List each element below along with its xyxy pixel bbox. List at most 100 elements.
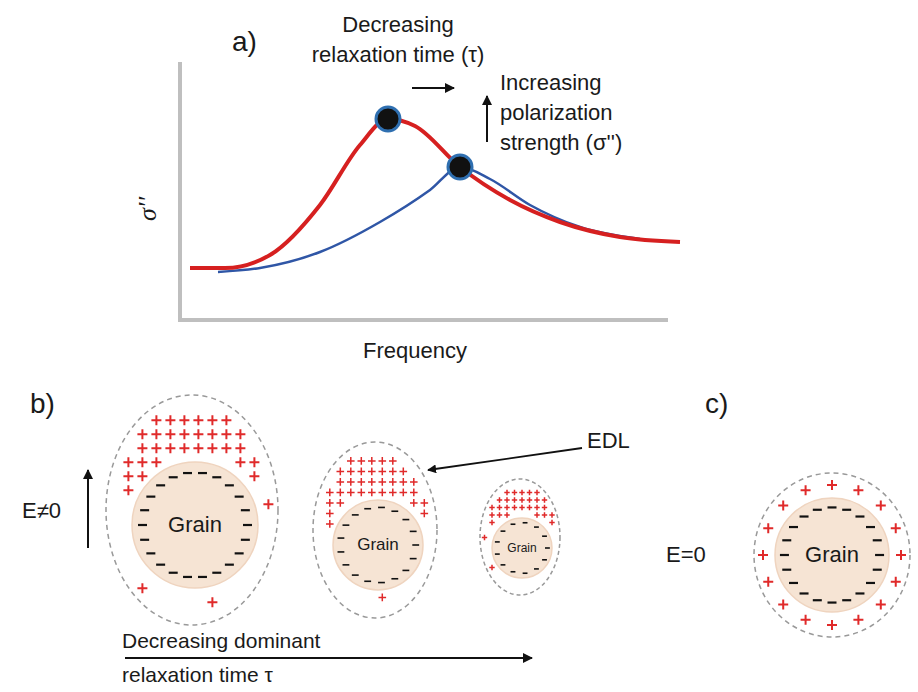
negative-charge: [402, 570, 409, 572]
negative-charge: [410, 531, 417, 533]
positive-charge: [497, 497, 502, 502]
negative-charge: [534, 526, 539, 528]
positive-charge: [534, 512, 539, 517]
negative-charge: [412, 544, 419, 546]
negative-charge: [789, 582, 798, 584]
positive-charge: [542, 505, 547, 510]
positive-charge: [421, 499, 429, 507]
positive-charge: [379, 489, 387, 497]
positive-charge: [534, 505, 539, 510]
positive-charge: [337, 468, 345, 476]
negative-charge: [813, 599, 822, 601]
positive-charge: [379, 468, 387, 476]
positive-charge: [179, 443, 189, 453]
panel-letter: a): [232, 26, 282, 58]
negative-charge: [156, 564, 165, 566]
positive-charge: [778, 599, 788, 609]
positive-charge: [876, 599, 886, 609]
positive-charge: [410, 478, 418, 486]
positive-charge: [758, 550, 768, 560]
negative-charge: [782, 569, 791, 571]
positive-charge: [482, 535, 487, 540]
negative-charge: [828, 506, 837, 508]
annotation: Decreasing relaxation time (τ): [303, 10, 493, 70]
edl-outline: [106, 395, 278, 625]
grain-label: Grain: [168, 512, 222, 538]
positive-charge: [137, 429, 147, 439]
peak-dot: [376, 107, 400, 131]
positive-charge: [519, 490, 524, 495]
annotation: Increasing polarization strength (σ''): [500, 68, 640, 158]
positive-charge: [249, 471, 259, 481]
negative-charge: [140, 509, 149, 511]
grain-circle: Grain: [774, 497, 890, 613]
negative-charge: [391, 578, 398, 580]
positive-charge: [165, 415, 175, 425]
positive-charge: [137, 471, 147, 481]
positive-charge: [489, 512, 494, 517]
grain-circle: Grain: [131, 461, 259, 589]
negative-charge: [523, 572, 528, 574]
negative-charge: [140, 539, 149, 541]
negative-charge: [495, 553, 500, 555]
positive-charge: [347, 489, 355, 497]
negative-charge: [800, 515, 809, 517]
positive-charge: [389, 489, 397, 497]
positive-charge: [235, 443, 245, 453]
positive-charge: [512, 505, 517, 510]
positive-charge: [358, 468, 366, 476]
positive-charge: [512, 490, 517, 495]
positive-charge: [137, 583, 147, 593]
positive-charge: [379, 478, 387, 486]
positive-charge: [193, 429, 203, 439]
field-label: E≠0: [22, 498, 82, 524]
grain-body: [492, 518, 552, 578]
negative-charge: [198, 472, 207, 474]
field-label: E=0: [666, 542, 736, 568]
positive-charge: [763, 577, 773, 587]
callout-label: EDL: [587, 428, 647, 454]
positive-charge: [193, 415, 203, 425]
positive-charge: [891, 523, 901, 533]
negative-charge: [501, 564, 506, 566]
negative-charge: [501, 530, 506, 532]
positive-charge: [896, 550, 906, 560]
x-axis: [178, 318, 668, 322]
negative-charge: [855, 592, 864, 594]
positive-charge: [368, 489, 376, 497]
positive-charge: [347, 478, 355, 486]
positive-charge: [207, 443, 217, 453]
negative-charge: [855, 515, 864, 517]
positive-charge: [123, 485, 133, 495]
positive-charge: [337, 478, 345, 486]
negative-charge: [241, 509, 250, 511]
positive-charge: [137, 457, 147, 467]
negative-charge: [873, 539, 882, 541]
positive-charge: [549, 520, 554, 525]
negative-charge: [156, 484, 165, 486]
negative-charge: [364, 580, 371, 582]
negative-charge: [138, 524, 147, 526]
positive-charge: [527, 505, 532, 510]
negative-charge: [212, 572, 221, 574]
positive-charge: [193, 443, 203, 453]
positive-charge: [221, 429, 231, 439]
positive-charge: [504, 505, 509, 510]
negative-charge: [183, 472, 192, 474]
negative-charge: [183, 576, 192, 578]
grain-body: [333, 500, 423, 590]
positive-charge: [421, 510, 429, 518]
positive-charge: [221, 415, 231, 425]
negative-charge: [866, 526, 875, 528]
negative-charge: [169, 476, 178, 478]
y-axis: [178, 62, 182, 322]
negative-charge: [410, 558, 417, 560]
positive-charge: [489, 565, 494, 570]
positive-charge: [207, 597, 217, 607]
positive-charge: [326, 499, 334, 507]
grain-label: Grain: [507, 541, 536, 555]
positive-charge: [549, 512, 554, 517]
positive-charge: [519, 497, 524, 502]
negative-charge: [542, 559, 547, 561]
